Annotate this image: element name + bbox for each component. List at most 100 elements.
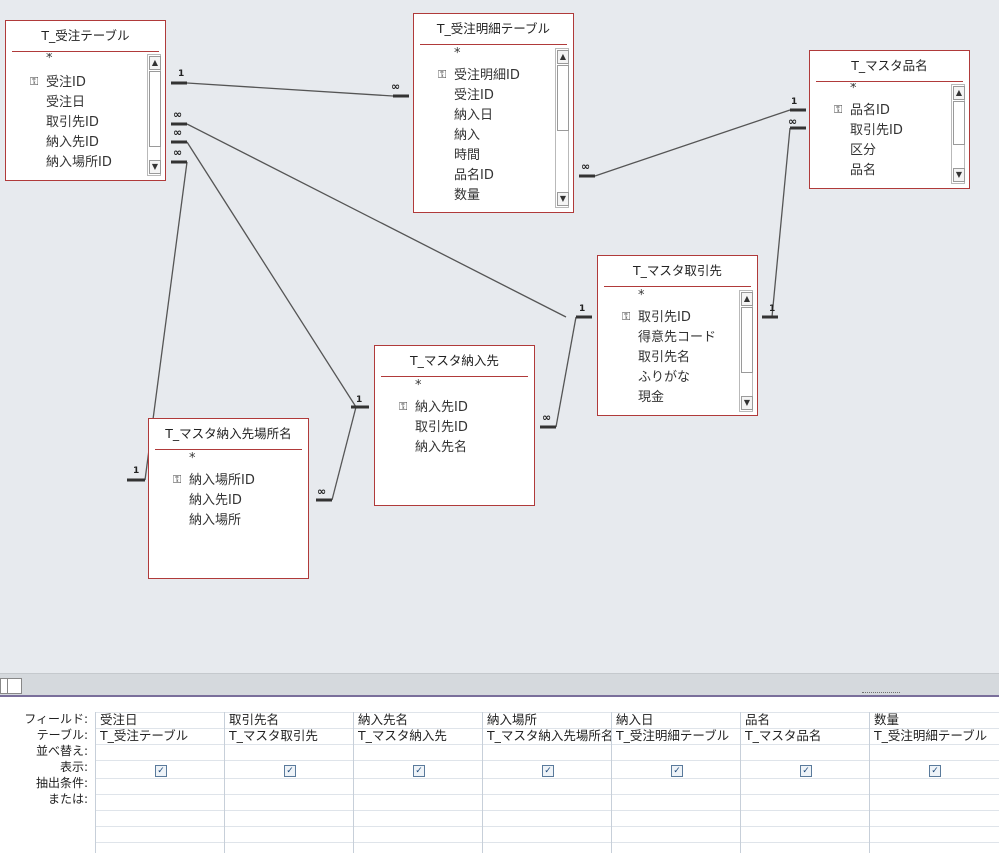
- field-item[interactable]: 納入場所: [189, 513, 242, 528]
- grid-table-cell[interactable]: T_マスタ品名: [745, 728, 822, 743]
- field-item[interactable]: 現金: [638, 390, 665, 405]
- field-item[interactable]: 受注ID: [454, 88, 494, 103]
- field-item[interactable]: 受注明細ID: [454, 68, 520, 83]
- field-item[interactable]: 得意先コード: [638, 330, 717, 345]
- field-all[interactable]: *: [415, 378, 422, 393]
- field-item[interactable]: 品名ID: [454, 168, 494, 183]
- pane-toggle-button[interactable]: [0, 678, 22, 694]
- vertical-scrollbar[interactable]: ▲ ▼: [147, 54, 161, 176]
- field-all[interactable]: *: [638, 288, 645, 303]
- grid-column[interactable]: 数量 T_受注明細テーブル ✓: [869, 712, 999, 853]
- scroll-thumb[interactable]: [741, 307, 753, 373]
- grid-table-cell[interactable]: T_マスタ納入先: [358, 728, 447, 743]
- scroll-down-arrow-icon[interactable]: ▼: [557, 192, 569, 206]
- grid-field-cell[interactable]: 受注日: [100, 712, 138, 727]
- field-item[interactable]: 品名: [850, 163, 877, 178]
- show-checkbox[interactable]: ✓: [800, 765, 812, 777]
- grid-column[interactable]: 取引先名 T_マスタ取引先 ✓: [224, 712, 353, 853]
- field-item[interactable]: 取引先ID: [638, 310, 691, 325]
- grid-column[interactable]: 受注日 T_受注テーブル ✓: [95, 712, 224, 853]
- key-icon: ⚿: [622, 310, 631, 323]
- field-list[interactable]: * ⚿ 品名ID 取引先ID 区分 品名 ▲ ▼: [810, 83, 969, 188]
- field-item[interactable]: 納入先ID: [189, 493, 242, 508]
- show-checkbox[interactable]: ✓: [671, 765, 683, 777]
- scroll-up-arrow-icon[interactable]: ▲: [149, 56, 161, 70]
- grid-column[interactable]: 納入日 T_受注明細テーブル ✓: [611, 712, 740, 853]
- show-checkbox[interactable]: ✓: [155, 765, 167, 777]
- table-meisai[interactable]: T_受注明細テーブル * ⚿ 受注明細ID 受注ID 納入日 納入 時間 品名I…: [413, 13, 574, 213]
- relationship-lines: [127, 81, 806, 502]
- grid-table-cell[interactable]: T_マスタ取引先: [229, 728, 318, 743]
- grid-column[interactable]: 品名 T_マスタ品名 ✓: [740, 712, 869, 853]
- table-torihiki[interactable]: T_マスタ取引先 * ⚿ 取引先ID 得意先コード 取引先名 ふりがな 現金 ▲…: [597, 255, 758, 416]
- show-checkbox[interactable]: ✓: [929, 765, 941, 777]
- table-nounyu[interactable]: T_マスタ納入先 * ⚿ 納入先ID 取引先ID 納入先名: [374, 345, 535, 506]
- field-all[interactable]: *: [189, 451, 196, 466]
- scroll-down-arrow-icon[interactable]: ▼: [741, 396, 753, 410]
- field-item[interactable]: 納入場所ID: [189, 473, 255, 488]
- field-item[interactable]: 品名ID: [850, 103, 890, 118]
- field-item[interactable]: ふりがな: [638, 370, 691, 385]
- row-label-criteria: 抽出条件:: [35, 776, 88, 790]
- scroll-up-arrow-icon[interactable]: ▲: [953, 86, 965, 100]
- grid-field-cell[interactable]: 納入場所: [487, 712, 538, 727]
- rel-line-torihiki-nounyu: [555, 316, 577, 428]
- field-item[interactable]: 納入先ID: [415, 400, 468, 415]
- pane-splitter[interactable]: [0, 673, 999, 698]
- field-item[interactable]: 時間: [454, 148, 481, 163]
- grid-field-cell[interactable]: 納入先名: [358, 712, 409, 727]
- show-checkbox[interactable]: ✓: [284, 765, 296, 777]
- field-item[interactable]: 取引先ID: [46, 115, 99, 130]
- scroll-down-arrow-icon[interactable]: ▼: [149, 160, 161, 174]
- table-basho[interactable]: T_マスタ納入先場所名 * ⚿ 納入場所ID 納入先ID 納入場所: [148, 418, 309, 579]
- scroll-thumb[interactable]: [953, 101, 965, 145]
- field-item[interactable]: 区分: [850, 143, 877, 158]
- table-hinmei[interactable]: T_マスタ品名 * ⚿ 品名ID 取引先ID 区分 品名 ▲ ▼: [809, 50, 970, 189]
- scroll-down-arrow-icon[interactable]: ▼: [953, 168, 965, 182]
- field-item[interactable]: 数量: [454, 188, 481, 203]
- grid-field-cell[interactable]: 品名: [745, 712, 771, 727]
- field-all[interactable]: *: [850, 83, 857, 96]
- field-all[interactable]: *: [454, 46, 461, 61]
- field-item[interactable]: 納入場所ID: [46, 155, 112, 170]
- rel-one-marker: 1: [769, 304, 776, 314]
- show-checkbox[interactable]: ✓: [413, 765, 425, 777]
- grid-field-cell[interactable]: 取引先名: [229, 712, 280, 727]
- grid-table-cell[interactable]: T_受注明細テーブル: [616, 728, 730, 743]
- vertical-scrollbar[interactable]: ▲ ▼: [951, 84, 965, 184]
- vertical-scrollbar[interactable]: ▲ ▼: [739, 290, 753, 412]
- field-item[interactable]: 受注日: [46, 95, 86, 110]
- field-item[interactable]: 取引先ID: [415, 420, 468, 435]
- table-title: T_マスタ納入先: [410, 353, 499, 368]
- field-all[interactable]: *: [46, 53, 53, 66]
- field-list[interactable]: * ⚿ 取引先ID 得意先コード 取引先名 ふりがな 現金 ▲ ▼: [598, 288, 757, 415]
- relationship-canvas[interactable]: 1 ∞ ∞ ∞ ∞ ∞ 1 ∞ 1 1 ∞ 1 1 ∞ T_受注テーブル * ⚿…: [0, 0, 999, 672]
- field-list[interactable]: * ⚿ 納入場所ID 納入先ID 納入場所: [149, 451, 308, 578]
- grid-column[interactable]: 納入先名 T_マスタ納入先 ✓: [353, 712, 482, 853]
- scroll-up-arrow-icon[interactable]: ▲: [557, 50, 569, 64]
- field-item[interactable]: …: [46, 173, 59, 180]
- grid-table-cell[interactable]: T_受注テーブル: [100, 728, 189, 743]
- field-list[interactable]: * ⚿ 納入先ID 取引先ID 納入先名: [375, 378, 534, 505]
- grid-table-cell[interactable]: T_受注明細テーブル: [874, 728, 988, 743]
- grid-field-cell[interactable]: 数量: [874, 712, 900, 727]
- grid-field-cell[interactable]: 納入日: [616, 712, 654, 727]
- row-label-table: テーブル:: [36, 728, 88, 742]
- vertical-scrollbar[interactable]: ▲ ▼: [555, 48, 569, 208]
- field-item[interactable]: 納入: [454, 128, 481, 143]
- scroll-up-arrow-icon[interactable]: ▲: [741, 292, 753, 306]
- field-item[interactable]: 納入日: [454, 108, 494, 123]
- scroll-thumb[interactable]: [149, 71, 161, 147]
- field-item[interactable]: 納入先ID: [46, 135, 99, 150]
- field-item[interactable]: 受注ID: [46, 75, 86, 90]
- grid-table-cell[interactable]: T_マスタ納入先場所名: [487, 728, 614, 743]
- field-list[interactable]: * ⚿ 受注ID 受注日 取引先ID 納入先ID 納入場所ID … ▲ ▼: [6, 53, 165, 180]
- field-list[interactable]: * ⚿ 受注明細ID 受注ID 納入日 納入 時間 品名ID 数量 ▲ ▼: [414, 46, 573, 212]
- scroll-thumb[interactable]: [557, 65, 569, 131]
- field-item[interactable]: 取引先ID: [850, 123, 903, 138]
- field-item[interactable]: 納入先名: [415, 440, 468, 455]
- show-checkbox[interactable]: ✓: [542, 765, 554, 777]
- field-item[interactable]: 取引先名: [638, 350, 691, 365]
- grid-column[interactable]: 納入場所 T_マスタ納入先場所名 ✓: [482, 712, 614, 853]
- table-juchu[interactable]: T_受注テーブル * ⚿ 受注ID 受注日 取引先ID 納入先ID 納入場所ID…: [5, 20, 166, 181]
